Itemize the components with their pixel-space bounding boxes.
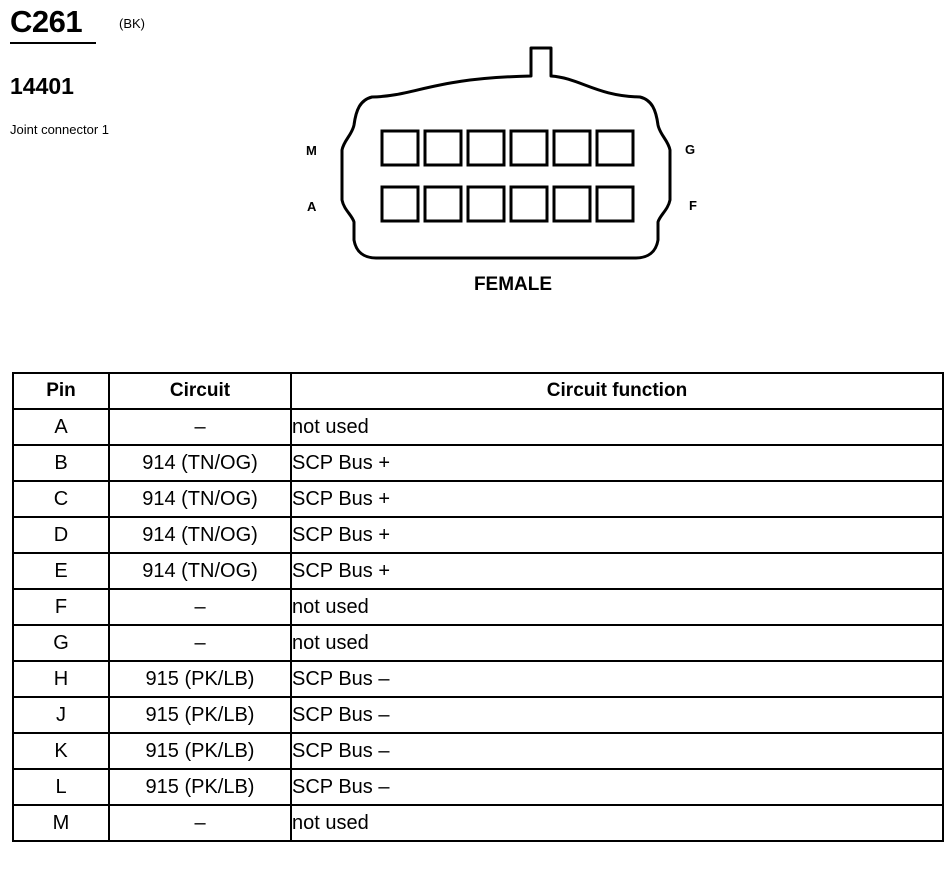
circuit-function-cell: not used [290,624,944,662]
connector-id-underline [10,42,96,44]
circuit-cell: – [108,408,292,446]
circuit-cell: 914 (TN/OG) [108,444,292,482]
pin-cell: K [12,732,110,770]
header-circuit: Circuit [108,372,292,410]
connector-cavity [466,129,506,167]
circuit-function-cell: SCP Bus + [290,552,944,590]
pin-cell: D [12,516,110,554]
table-row: H 915 (PK/LB) SCP Bus – [12,660,944,698]
connector-housing-outline [340,46,672,260]
corner-label-top-left: M [306,143,317,158]
connector-cavity [380,185,420,223]
circuit-cell: 915 (PK/LB) [108,768,292,806]
pin-cell: L [12,768,110,806]
connector-id: C261 [10,4,83,39]
pin-cell: A [12,408,110,446]
connector-cavity [423,185,463,223]
circuit-function-cell: SCP Bus – [290,696,944,734]
pin-cell: E [12,552,110,590]
circuit-cell: – [108,804,292,842]
header-circuit-function: Circuit function [290,372,944,410]
table-row: C 914 (TN/OG) SCP Bus + [12,480,944,518]
pin-cell: M [12,804,110,842]
corner-label-bottom-right: F [689,198,697,213]
table-row: J 915 (PK/LB) SCP Bus – [12,696,944,734]
connector-face-diagram: M A G F FEMALE [306,46,697,295]
table-row: L 915 (PK/LB) SCP Bus – [12,768,944,806]
connector-cavities [380,129,635,223]
pin-cell: G [12,624,110,662]
connector-cavity [595,185,635,223]
header-pin: Pin [12,372,110,410]
circuit-function-cell: SCP Bus – [290,732,944,770]
circuit-function-cell: SCP Bus + [290,516,944,554]
circuit-function-cell: SCP Bus + [290,480,944,518]
connector-cavity [552,185,592,223]
pin-cell: J [12,696,110,734]
circuit-function-cell: SCP Bus – [290,768,944,806]
connector-cavity [423,129,463,167]
pin-table: Pin Circuit Circuit function A – not use… [12,372,944,842]
connector-color-code: (BK) [119,16,145,31]
corner-label-top-right: G [685,142,695,157]
circuit-function-cell: not used [290,408,944,446]
circuit-cell: 914 (TN/OG) [108,480,292,518]
circuit-function-cell: not used [290,804,944,842]
pin-cell: C [12,480,110,518]
table-row: K 915 (PK/LB) SCP Bus – [12,732,944,770]
circuit-cell: 915 (PK/LB) [108,660,292,698]
table-row: E 914 (TN/OG) SCP Bus + [12,552,944,590]
table-row: M – not used [12,804,944,842]
connector-description: Joint connector 1 [10,122,110,137]
pin-cell: F [12,588,110,626]
connector-cavity [380,129,420,167]
connector-cavity [509,129,549,167]
corner-label-bottom-left: A [307,199,317,214]
pin-table-header-row: Pin Circuit Circuit function [12,372,944,410]
circuit-cell: 915 (PK/LB) [108,732,292,770]
pin-cell: B [12,444,110,482]
table-row: G – not used [12,624,944,662]
circuit-cell: 914 (TN/OG) [108,516,292,554]
circuit-cell: 914 (TN/OG) [108,552,292,590]
table-row: B 914 (TN/OG) SCP Bus + [12,444,944,482]
part-number: 14401 [10,73,74,99]
circuit-function-cell: not used [290,588,944,626]
table-row: A – not used [12,408,944,446]
circuit-cell: – [108,588,292,626]
table-row: D 914 (TN/OG) SCP Bus + [12,516,944,554]
connector-gender-label: FEMALE [474,274,552,295]
circuit-function-cell: SCP Bus + [290,444,944,482]
circuit-cell: – [108,624,292,662]
connector-cavity [595,129,635,167]
connector-cavity [552,129,592,167]
connector-cavity [466,185,506,223]
pin-cell: H [12,660,110,698]
table-row: F – not used [12,588,944,626]
circuit-function-cell: SCP Bus – [290,660,944,698]
circuit-cell: 915 (PK/LB) [108,696,292,734]
connector-cavity [509,185,549,223]
